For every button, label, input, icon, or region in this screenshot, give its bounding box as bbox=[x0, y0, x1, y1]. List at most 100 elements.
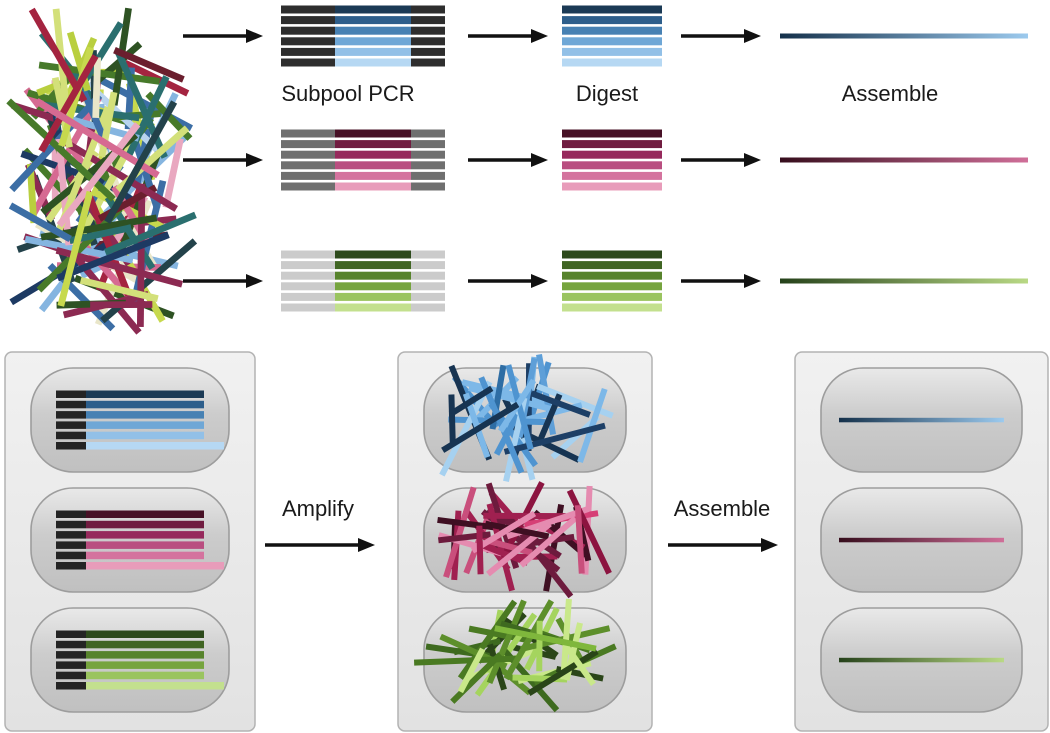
digest-bar bbox=[562, 58, 662, 67]
oligo-strand bbox=[503, 422, 606, 455]
well-oligo-stack-blue bbox=[56, 390, 224, 450]
well-oligo-bar bbox=[86, 411, 204, 419]
subpool-bar bbox=[335, 303, 411, 312]
arrow-icon bbox=[468, 274, 548, 288]
digest-bar bbox=[562, 282, 662, 291]
well-oligo-bar bbox=[86, 541, 204, 549]
oligo-strand bbox=[562, 641, 596, 686]
oligo-strand bbox=[476, 525, 484, 575]
subpool-bar bbox=[335, 271, 411, 280]
well-oligo-bar bbox=[86, 510, 204, 518]
primer-cap bbox=[281, 129, 335, 138]
oligo-strand bbox=[56, 231, 170, 282]
well-oligo-bar bbox=[86, 682, 224, 690]
oligo-strand bbox=[413, 655, 518, 666]
subpool-bar bbox=[335, 16, 411, 25]
arrow-icon bbox=[183, 274, 263, 288]
well-primer-cap bbox=[56, 541, 86, 549]
primer-cap bbox=[281, 26, 335, 35]
digest-bar bbox=[562, 47, 662, 56]
well-primer-cap bbox=[56, 390, 86, 398]
primer-cap bbox=[281, 47, 335, 56]
oligo-strand bbox=[461, 379, 555, 408]
well-primer-cap bbox=[56, 421, 86, 429]
subpool-pcr-group-pink bbox=[281, 129, 445, 191]
well-primer-cap bbox=[56, 531, 86, 539]
oligo-pool-tangle bbox=[6, 7, 198, 335]
oligo-strand bbox=[162, 138, 184, 209]
primer-cap bbox=[281, 182, 335, 191]
oligo-strand bbox=[486, 599, 527, 685]
primer-cap bbox=[281, 271, 335, 280]
oligo-strand bbox=[527, 648, 599, 697]
digest-bar bbox=[562, 171, 662, 180]
oligo-strand bbox=[574, 505, 585, 574]
digest-bar bbox=[562, 5, 662, 14]
subpool-bar bbox=[335, 182, 411, 191]
label-amplify: Amplify bbox=[282, 496, 354, 521]
oligo-strand bbox=[448, 394, 456, 446]
oligo-strand bbox=[104, 100, 178, 224]
well-oligo-stack-pink bbox=[56, 510, 224, 570]
oligo-strand bbox=[577, 387, 608, 464]
primer-cap bbox=[281, 282, 335, 291]
arrow-icon bbox=[681, 29, 761, 43]
well-primer-cap bbox=[56, 442, 86, 450]
subpool-pcr-group-blue bbox=[281, 5, 445, 67]
digest-bar bbox=[562, 129, 662, 138]
well-oligo-bar bbox=[86, 551, 204, 560]
subpool-bar bbox=[335, 292, 411, 301]
assembled-gene-line-well bbox=[839, 537, 1004, 543]
well-oligo-bar bbox=[86, 562, 224, 570]
well-primer-cap bbox=[56, 630, 86, 638]
primer-cap bbox=[411, 303, 445, 312]
well-primer-cap bbox=[56, 671, 86, 680]
arrow-icon bbox=[681, 153, 761, 167]
subpool-bar bbox=[335, 47, 411, 56]
primer-cap bbox=[281, 161, 335, 170]
oligo-strand bbox=[8, 202, 72, 242]
subpool-pcr-group-green bbox=[281, 250, 445, 312]
arrow-icon bbox=[668, 538, 778, 552]
label-assemble-top: Assemble bbox=[842, 81, 939, 106]
oligo-strand bbox=[560, 598, 572, 680]
primer-cap bbox=[411, 171, 445, 180]
assembled-gene-line-well bbox=[839, 657, 1004, 663]
oligo-strand bbox=[443, 486, 477, 579]
primer-cap bbox=[411, 26, 445, 35]
well-oligo-bar bbox=[86, 431, 204, 440]
primer-cap bbox=[411, 182, 445, 191]
primer-cap bbox=[281, 150, 335, 159]
digest-bar bbox=[562, 26, 662, 35]
digest-bar bbox=[562, 16, 662, 25]
figure-labels: Subpool PCR Digest Assemble Amplify Asse… bbox=[281, 81, 938, 521]
arrow-icon bbox=[681, 274, 761, 288]
well-primer-cap bbox=[56, 562, 86, 570]
oligo-strand bbox=[457, 647, 486, 694]
well-primer-cap bbox=[56, 682, 86, 690]
label-subpool-pcr: Subpool PCR bbox=[281, 81, 414, 106]
primer-cap bbox=[411, 250, 445, 259]
oligo-strand bbox=[92, 57, 102, 118]
well-primer-cap bbox=[56, 661, 86, 669]
oligo-strand bbox=[55, 247, 184, 288]
well-oligo-bar bbox=[86, 421, 204, 429]
assembled-gene-line bbox=[780, 278, 1028, 284]
plate-well bbox=[30, 607, 230, 713]
well-oligo-bar bbox=[86, 531, 204, 539]
oligo-strand bbox=[83, 188, 132, 297]
subpool-bar bbox=[335, 140, 411, 149]
amplified-pool-tangle-blue bbox=[439, 353, 614, 483]
digest-bar bbox=[562, 261, 662, 270]
subpool-bar bbox=[335, 129, 411, 138]
arrow-icon bbox=[183, 153, 263, 167]
plate-well bbox=[30, 367, 230, 473]
oligo-strand bbox=[450, 652, 503, 704]
subpool-bar bbox=[335, 5, 411, 14]
primer-cap bbox=[281, 58, 335, 67]
primer-cap bbox=[281, 261, 335, 270]
primer-cap bbox=[411, 5, 445, 14]
primer-cap bbox=[281, 292, 335, 301]
oligo-strand bbox=[482, 542, 529, 566]
well-oligo-stack-green bbox=[56, 630, 224, 690]
